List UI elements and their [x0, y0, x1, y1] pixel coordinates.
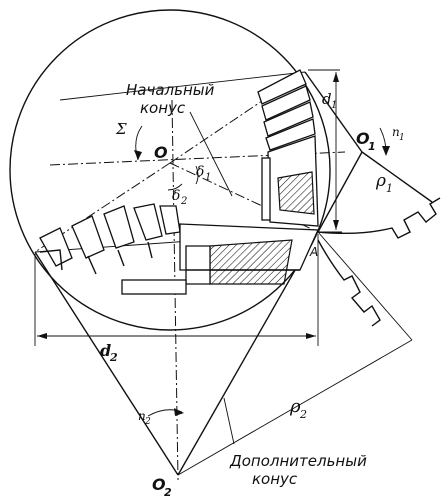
n2-sub: 2: [144, 417, 151, 427]
delta2-sub: 2: [180, 196, 187, 207]
pitch-cone-label-2: конус: [140, 99, 186, 117]
d2-label: d: [100, 341, 111, 360]
rho1-label: ρ: [375, 171, 386, 191]
rho1-sub: 1: [386, 182, 393, 195]
shaft-angle-label: Σ: [115, 120, 127, 138]
gear2-axis: [171, 99, 179, 481]
center-o1-label: O: [356, 129, 370, 148]
dimension-d2: [34, 234, 319, 346]
d1-label: d: [322, 90, 332, 108]
pitch-cone-label-1: Начальный: [126, 81, 215, 99]
rho2-label: ρ: [289, 396, 301, 417]
gear1-teeth: [257, 69, 319, 227]
gear1-axis: [49, 151, 346, 166]
n2-label: n: [138, 409, 146, 423]
delta2-label: δ: [172, 188, 180, 204]
delta1-sub: 1: [205, 172, 211, 183]
back-cone-label-1: Дополнительный: [229, 452, 367, 470]
angle-arcs: [134, 125, 199, 191]
delta1-label: δ: [196, 164, 204, 180]
rotation-arrows: [147, 127, 390, 417]
back-cone-label-2: конус: [252, 470, 298, 488]
gear2-hub: [121, 223, 319, 295]
gear1-profile-teeth: [317, 197, 441, 327]
n1-label: n: [392, 125, 400, 139]
gear2-teeth: [39, 203, 181, 275]
apex-label: O: [154, 143, 168, 162]
center-o1-sub: 1: [368, 140, 376, 153]
back-cone-leader: [223, 397, 235, 445]
point-a-label: A: [309, 245, 318, 259]
back-cone-gear1: [304, 71, 433, 233]
rho2-line: [177, 231, 413, 476]
n1-sub: 1: [399, 133, 405, 143]
dimension-d1: [308, 69, 342, 233]
center-o2-sub: 2: [164, 486, 172, 498]
d2-sub: 2: [109, 351, 118, 364]
pitch-cone-leader: [189, 111, 233, 197]
sphere-circle: [9, 9, 331, 331]
d1-sub: 1: [331, 100, 337, 111]
rho2-sub: 2: [299, 408, 307, 421]
center-o2-label: O: [152, 475, 166, 494]
